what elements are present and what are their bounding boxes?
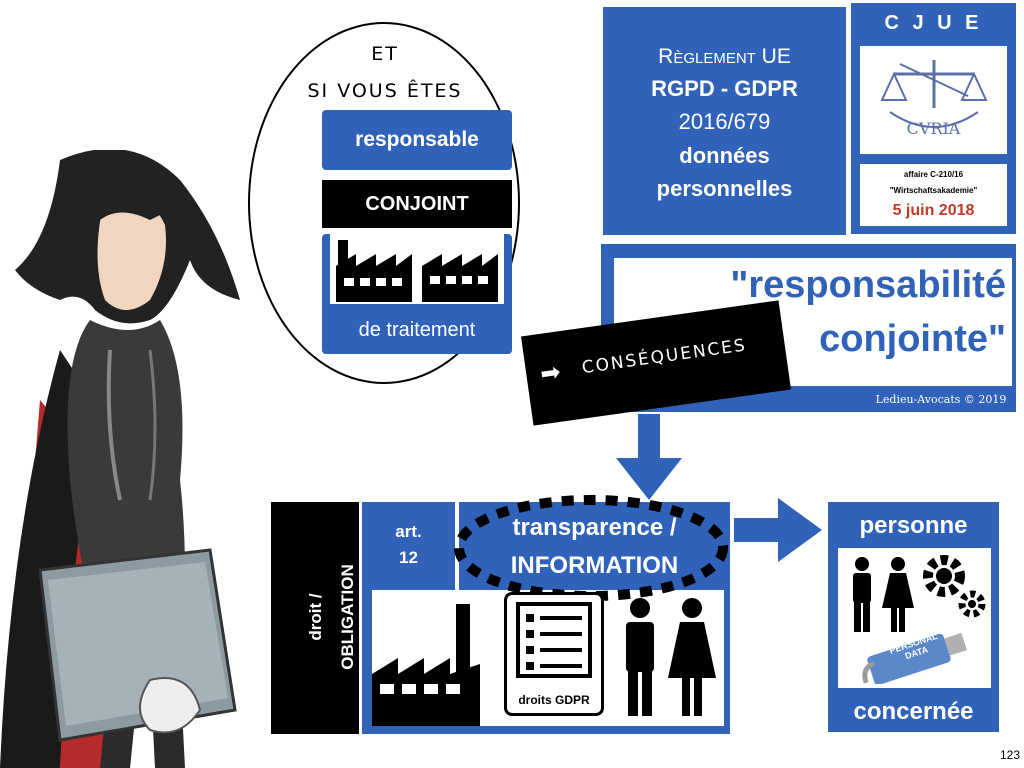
droit-obligation-box: [271, 502, 359, 734]
circle-line1: ET: [371, 43, 399, 65]
factory-icon: [336, 240, 412, 302]
cvria-logo-text: CVRIA: [906, 118, 961, 138]
cvria-logo-icon: [880, 60, 988, 128]
droits-gdpr-card: [504, 592, 604, 716]
factory-icon: [422, 254, 498, 302]
personne-label: personne: [859, 512, 968, 539]
arrow-right-icon: [734, 498, 822, 562]
traitement-box: de traitement: [322, 306, 512, 354]
affaire-date: 5 juin 2018: [892, 202, 975, 219]
reglement-line1: Règlement UE: [658, 45, 791, 68]
responsabilite-line1: "responsabilité: [730, 264, 1006, 306]
concernee-label: concernée: [853, 698, 974, 725]
droits-gdpr-label: droits GDPR: [518, 693, 590, 707]
affaire-panel: [860, 164, 1007, 226]
arrow-down-icon: [616, 414, 682, 500]
article-line2: 12: [399, 548, 418, 567]
circle-line2: SI VOUS ÊTES: [307, 80, 463, 102]
reglement-line5: personnelles: [656, 176, 793, 201]
article-line1: art.: [395, 522, 422, 541]
transparence-line2: INFORMATION: [510, 552, 679, 579]
dotted-ellipse-highlight: [454, 495, 728, 601]
transparence-line1: transparence /: [512, 514, 677, 541]
responsabilite-line2: conjointe": [819, 318, 1006, 360]
conjoint-box: CONJOINT: [322, 180, 512, 228]
droit-line1: droit /: [306, 593, 325, 641]
factory-icon: [372, 604, 480, 726]
droit-line2: OBLIGATION: [338, 564, 357, 670]
affaire-number: affaire C-210/16: [903, 169, 964, 179]
cjue-title: C J U E: [884, 11, 983, 34]
arrow-right-icon: ➡: [538, 358, 563, 389]
reglement-line3: 2016/679: [678, 109, 771, 134]
people-icon: [626, 598, 716, 716]
woman-character-illustration: [0, 150, 240, 768]
article-box: [362, 502, 455, 590]
gears-icon: [923, 555, 986, 618]
page-number: 123: [999, 748, 1020, 762]
couple-icon: [853, 557, 914, 632]
usb-key-icon: [862, 632, 967, 684]
responsable-box: responsable: [322, 110, 512, 170]
copyright-text: Ledieu-Avocats © 2019: [875, 392, 1007, 406]
consequences-label: CONSÉQUENCES: [580, 335, 748, 379]
reglement-line4: données: [679, 143, 770, 168]
reglement-box: [603, 7, 846, 235]
affaire-name: "Wirtschaftsakademie": [889, 185, 978, 195]
reglement-line2: RGPD - GDPR: [651, 76, 798, 101]
checklist-icon: [516, 602, 592, 678]
